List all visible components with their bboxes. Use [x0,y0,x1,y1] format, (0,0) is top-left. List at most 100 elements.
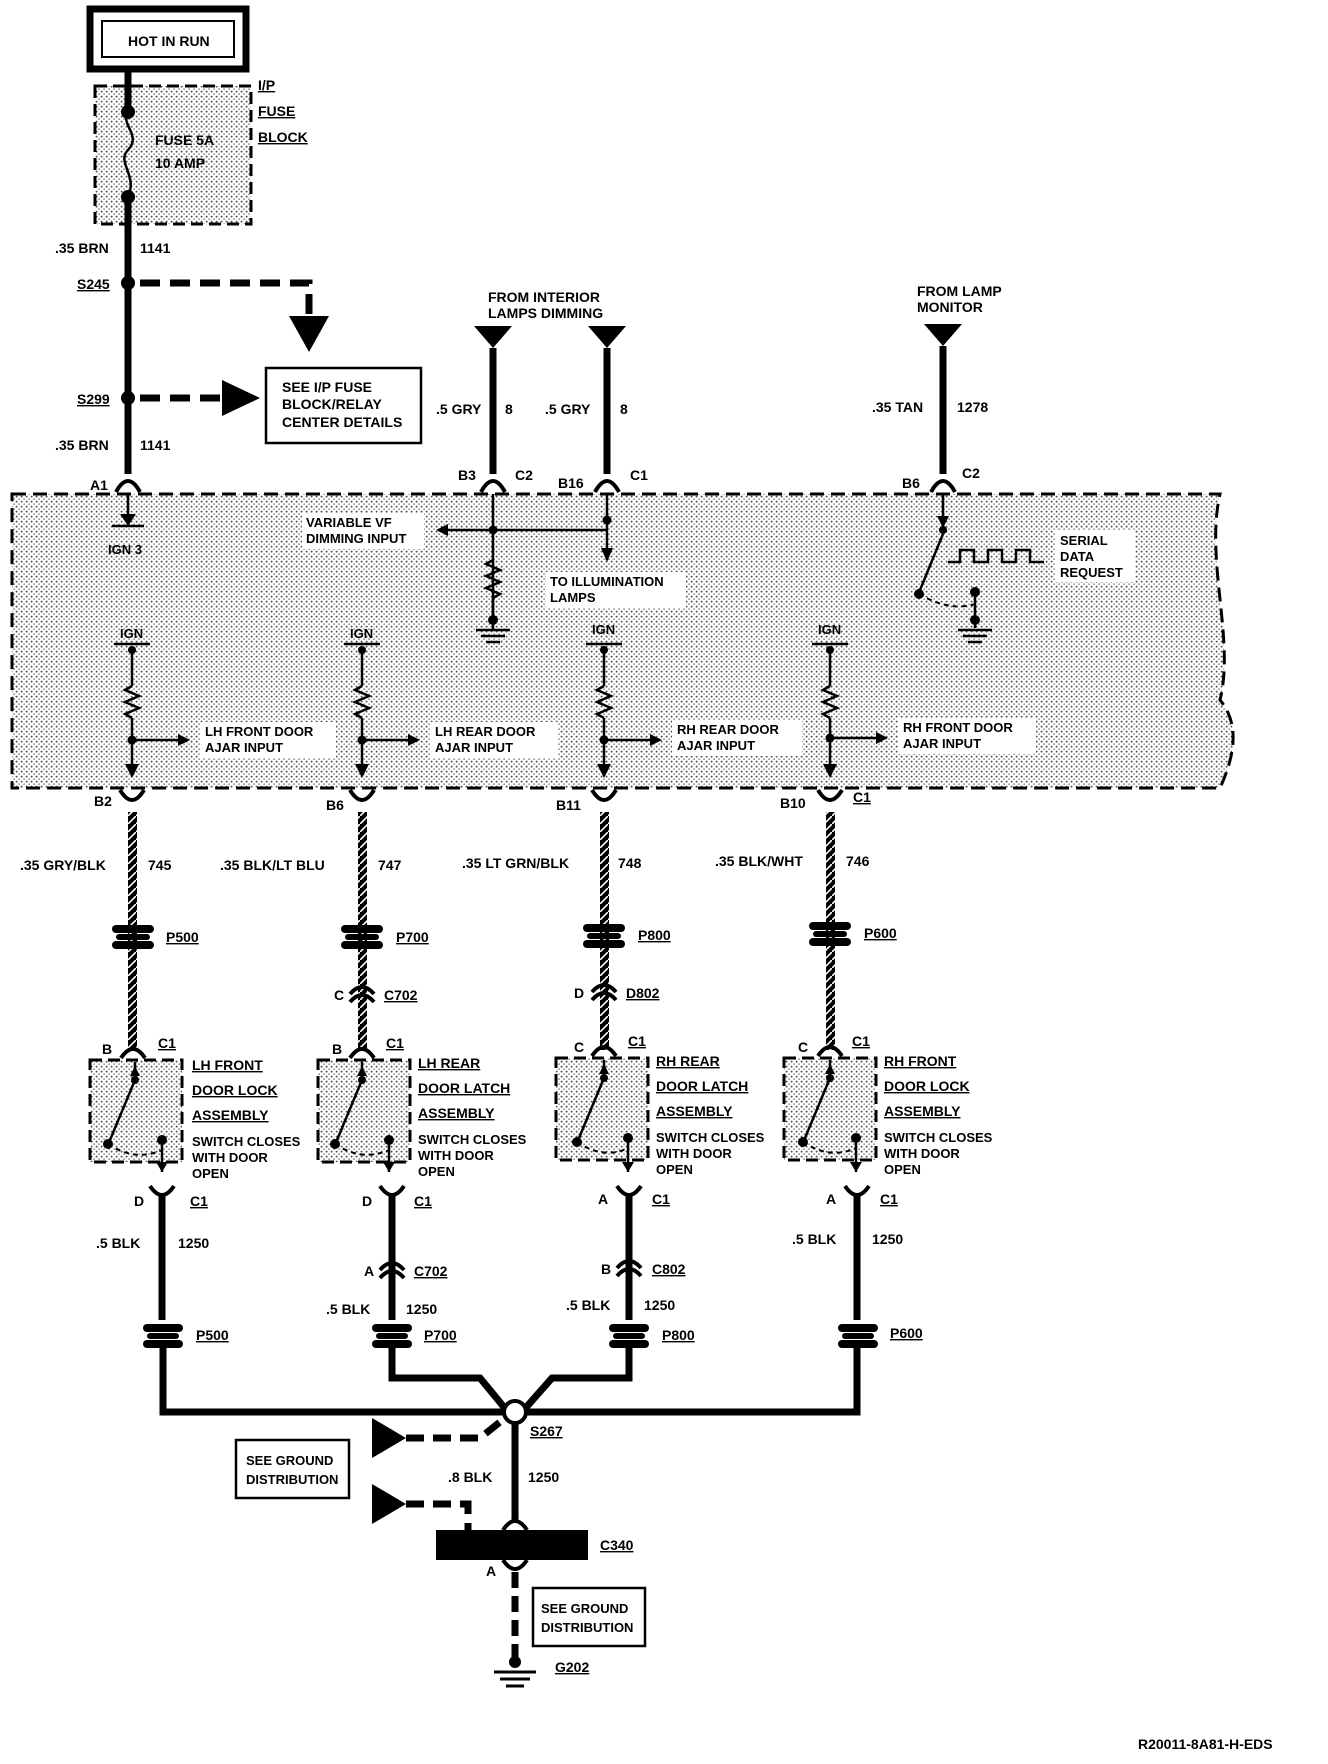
ref-box-line-1: SEE I/P FUSE [282,379,372,395]
ign-label: IGN [350,626,373,641]
ground-icon [958,628,992,644]
vf-dimming-label-1: VARIABLE VF [306,515,392,530]
wire-b6-gauge: .35 TAN [872,399,923,415]
ground-icon [476,628,510,644]
pin-connector-icon [590,1045,618,1058]
arrow-down-icon [601,548,613,562]
interior-lamps-label-1: FROM INTERIOR [488,289,600,305]
fuse-block: FUSE 5A 10 AMP I/P FUSE BLOCK [93,69,308,226]
ajar-channel-1: IGN LH FRONT DOOR AJAR INPUT [114,626,336,778]
door-2-inline: P700 [396,929,429,945]
pin-connector-icon [378,1261,406,1272]
door-1-assembly-2: DOOR LOCK [192,1082,278,1098]
c340-pin: A [486,1563,496,1579]
pin-b6-conn: C2 [962,465,980,481]
door-2-wire-circuit: 747 [378,857,402,873]
wire-upper-circuit: 1141 [140,240,171,256]
pin-connector-icon [148,1184,176,1197]
door-3-assembly-3: ASSEMBLY [656,1103,733,1119]
interior-lamps-inputs: FROM INTERIOR LAMPS DIMMING .5 GRY 8 .5 … [436,289,628,474]
arrow-down-icon [597,764,611,778]
door-2-assembly-1: LH REAR [418,1055,480,1071]
door-4-note-3: OPEN [884,1162,921,1177]
ign-label: IGN [818,622,841,637]
arrow-down-icon [120,514,136,526]
door-1-ground-inline: P500 [196,1327,229,1343]
ref-box-line-3: CENTER DETAILS [282,414,402,430]
door-1-note-2: WITH DOOR [192,1150,268,1165]
ground-icon [494,1670,536,1688]
pin-connector-icon [114,479,142,494]
inline-connector-icon [609,1324,649,1348]
inline-connector-icon [372,1324,412,1348]
ign-label: IGN [120,626,143,641]
pin-connector-icon [348,1047,376,1060]
splice-s299-dot [121,391,135,405]
ign3-label: IGN 3 [108,542,142,557]
dimming-circuit: VARIABLE VF DIMMING INPUT TO ILLUMINATIO… [302,494,686,644]
door-1-inline: P500 [166,929,199,945]
ign3-input: IGN 3 [108,494,144,557]
door-1-note-1: SWITCH CLOSES [192,1134,301,1149]
door-4-inline: P600 [864,925,897,941]
arrow-down-icon [823,764,837,778]
arrow-right-icon [408,734,420,746]
resistor-icon [482,558,504,600]
resistor-icon [819,684,841,720]
ground-wire-gauge: .8 BLK [448,1469,492,1485]
fuse-name: FUSE 5A [155,132,214,148]
ajar-input-4-line-1: RH FRONT DOOR [903,720,1013,735]
switch-icon [335,1079,364,1141]
splice-s245: S245 [77,276,110,292]
door-1-ground-gauge: .5 BLK [96,1235,140,1251]
fuse-rating: 10 AMP [155,155,205,171]
door-4-assembly-2: DOOR LOCK [884,1078,970,1094]
illumination-label-2: LAMPS [550,590,596,605]
ajar-channel-3: IGN RH REAR DOOR AJAR INPUT [586,622,802,778]
pin-connector-icon [929,479,957,494]
ajar-channel-4: IGN RH FRONT DOOR AJAR INPUT [812,622,1036,778]
switch-icon [108,1079,137,1141]
module-top-pins: A1 B3 C2 B16 C1 B6 C2 [90,465,980,494]
door-2-extra-pin: C [334,987,344,1003]
door-circuit-rh-front: .35 BLK/WHT 746 P600 C C1 RH FRONT DOOR … [715,812,993,1348]
arrow-down-icon [125,764,139,778]
splice-s267: S267 [530,1423,563,1439]
ground-wire-circuit: 1250 [528,1469,559,1485]
door-1-bottom-conn: C1 [190,1193,208,1209]
ajar-input-3-line-1: RH REAR DOOR [677,722,779,737]
door-3-wire-circuit: 748 [618,855,642,871]
serial-label-3: REQUEST [1060,565,1123,580]
fuse-icon [123,111,135,198]
door-2-top-conn: C1 [386,1035,404,1051]
control-module [10,492,1235,790]
switch-icon [803,1077,832,1139]
pin-b3: B3 [458,467,476,483]
pin-b6-bottom: B6 [326,797,344,813]
see-ground-box-2: SEE GROUND DISTRIBUTION [531,1586,647,1648]
fuse-block-label-2: FUSE [258,103,295,119]
pin-connector-icon [593,479,621,494]
inline-connector-icon [112,925,154,949]
lamp-monitor-label-2: MONITOR [917,299,983,315]
wire-upper-gauge: .35 BRN [55,240,109,256]
pin-connector-icon [501,1519,529,1532]
door-2-bottom-conn: C1 [414,1193,432,1209]
ajar-input-1-line-2: AJAR INPUT [205,740,283,755]
pin-connector-icon [843,1184,871,1197]
serial-data-circuit: SERIAL DATA REQUEST [914,494,1135,644]
ajar-input-4-line-2: AJAR INPUT [903,736,981,751]
wire-lower-circuit: 1141 [140,437,171,453]
input-arrow-icon [474,326,512,348]
hot-in-run-label: HOT IN RUN [128,33,210,49]
door-4-bottom-pin: A [826,1191,836,1207]
door-3-extra-conn: D802 [626,985,660,1001]
door-1-note-3: OPEN [192,1166,229,1181]
door-1-top-conn: C1 [158,1035,176,1051]
pin-connector-icon [378,1184,406,1197]
pin-connector-icon [816,788,844,802]
inline-connector-icon [809,922,851,946]
resistor-icon [121,684,143,720]
door-4-bottom-conn: C1 [880,1191,898,1207]
